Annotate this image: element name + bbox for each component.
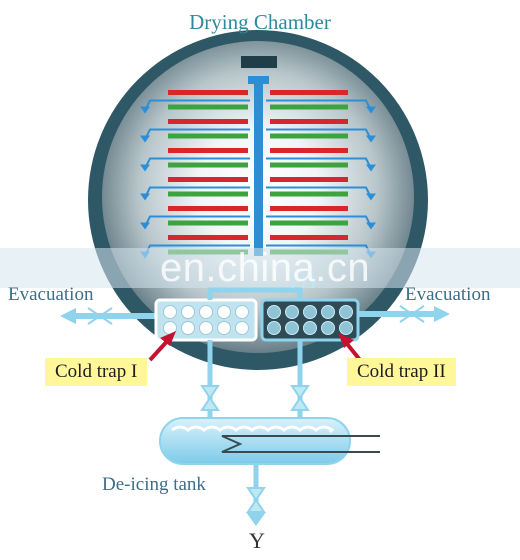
flow-arrow-right [266,157,371,167]
coil-circle [217,321,231,335]
shelf-left [168,162,248,168]
shelf-right [270,133,348,139]
shelf-left [168,191,248,197]
cold-trap-2-coils [267,305,353,335]
deicing-tank-foam [171,425,335,434]
diagram-title: Drying Chamber [189,10,331,34]
flow-arrow-left [145,99,250,109]
heating-coil [221,435,380,453]
shelf-left [168,133,248,139]
flow-arrow-right [266,128,371,138]
shelf-right [270,220,348,226]
flow-arrowhead-left [140,135,150,143]
flow-arrow-right [266,99,371,109]
coil-circle [235,321,249,335]
evacuation-arrow-left [60,308,76,324]
coil-circle [235,305,249,319]
outlet-valve [246,487,266,513]
coil-circle [339,305,353,319]
shelf-right [270,148,348,153]
coil-circle [267,305,281,319]
drain-valve-right [290,385,310,400]
shelf-right [270,235,348,240]
flow-arrowhead-left [140,193,150,201]
chamber-top-port [241,56,277,68]
drain-valve-right-2 [290,396,310,411]
coil-circle [285,305,299,319]
watermark-band [0,248,520,288]
evacuation-label-left: Evacuation [8,284,94,305]
cold-trap-1-label: Cold trap I [45,358,148,386]
flow-arrowhead-right [366,106,376,114]
flow-arrow-left [145,215,250,225]
chamber-to-trap-pipe [207,287,303,300]
flow-arrowhead-right [366,164,376,172]
cold-trap-1-body [154,298,258,342]
evacuation-arrow-right [434,306,450,322]
evacuation-label-right: Evacuation [405,284,491,305]
flow-arrow-left [145,128,250,138]
drain-valve-left-2 [200,396,220,411]
coil-circle [267,321,281,335]
coil-circle [181,321,195,335]
shelf-right [270,177,348,182]
watermark-text: en.china.cn [160,246,371,290]
shelf-left [168,90,248,95]
coil-circle [217,305,231,319]
flow-arrowhead-left [140,106,150,114]
shelf-left [168,119,248,124]
coil-circle [339,321,353,335]
flow-arrowhead-right [366,222,376,230]
cold-trap-2-pointer-head [338,333,354,348]
flow-arrowhead-right [366,135,376,143]
flow-arrowhead-left [140,222,150,230]
drain-valve-left [200,385,220,400]
shelf-right [270,191,348,197]
coil-circle [303,321,317,335]
shelf-right [270,90,348,95]
cold-trap-2-label: Cold trap II [347,358,456,386]
coil-circle [199,305,213,319]
shelf-left [168,177,248,182]
valve-left [87,307,113,325]
flow-arrow-right [266,215,371,225]
flow-arrow-left [145,186,250,196]
shelf-right [270,104,348,110]
shelf-right [270,206,348,211]
cold-trap-1-pointer-head [160,331,176,346]
coil-circle [285,321,299,335]
coil-circle [321,305,335,319]
flow-arrow-right [266,186,371,196]
shelf-right [270,162,348,168]
coil-circle [163,305,177,319]
shelf-left [168,104,248,110]
flow-arrow-left [145,157,250,167]
shelf-left [168,220,248,226]
flow-arrow-group [140,99,376,259]
shelf-left [168,206,248,211]
flow-arrowhead-right [366,193,376,201]
shelf-left [168,148,248,153]
deicing-tank-label: De-icing tank [102,474,206,495]
outlet-arrow [246,512,266,526]
coil-circle [303,305,317,319]
valve-right [399,305,425,323]
cold-trap-1-coils [163,305,249,335]
central-vapour-column [254,78,263,256]
shelf-left [168,235,248,240]
coil-circle [199,321,213,335]
deicing-tank-body [159,417,351,465]
shelf-right [270,119,348,124]
vapour-wisps [291,273,315,289]
flow-arrowhead-left [140,164,150,172]
central-column-cap [248,76,269,84]
coil-circle [321,321,335,335]
outlet-symbol: Y [249,528,265,553]
coil-circle [181,305,195,319]
